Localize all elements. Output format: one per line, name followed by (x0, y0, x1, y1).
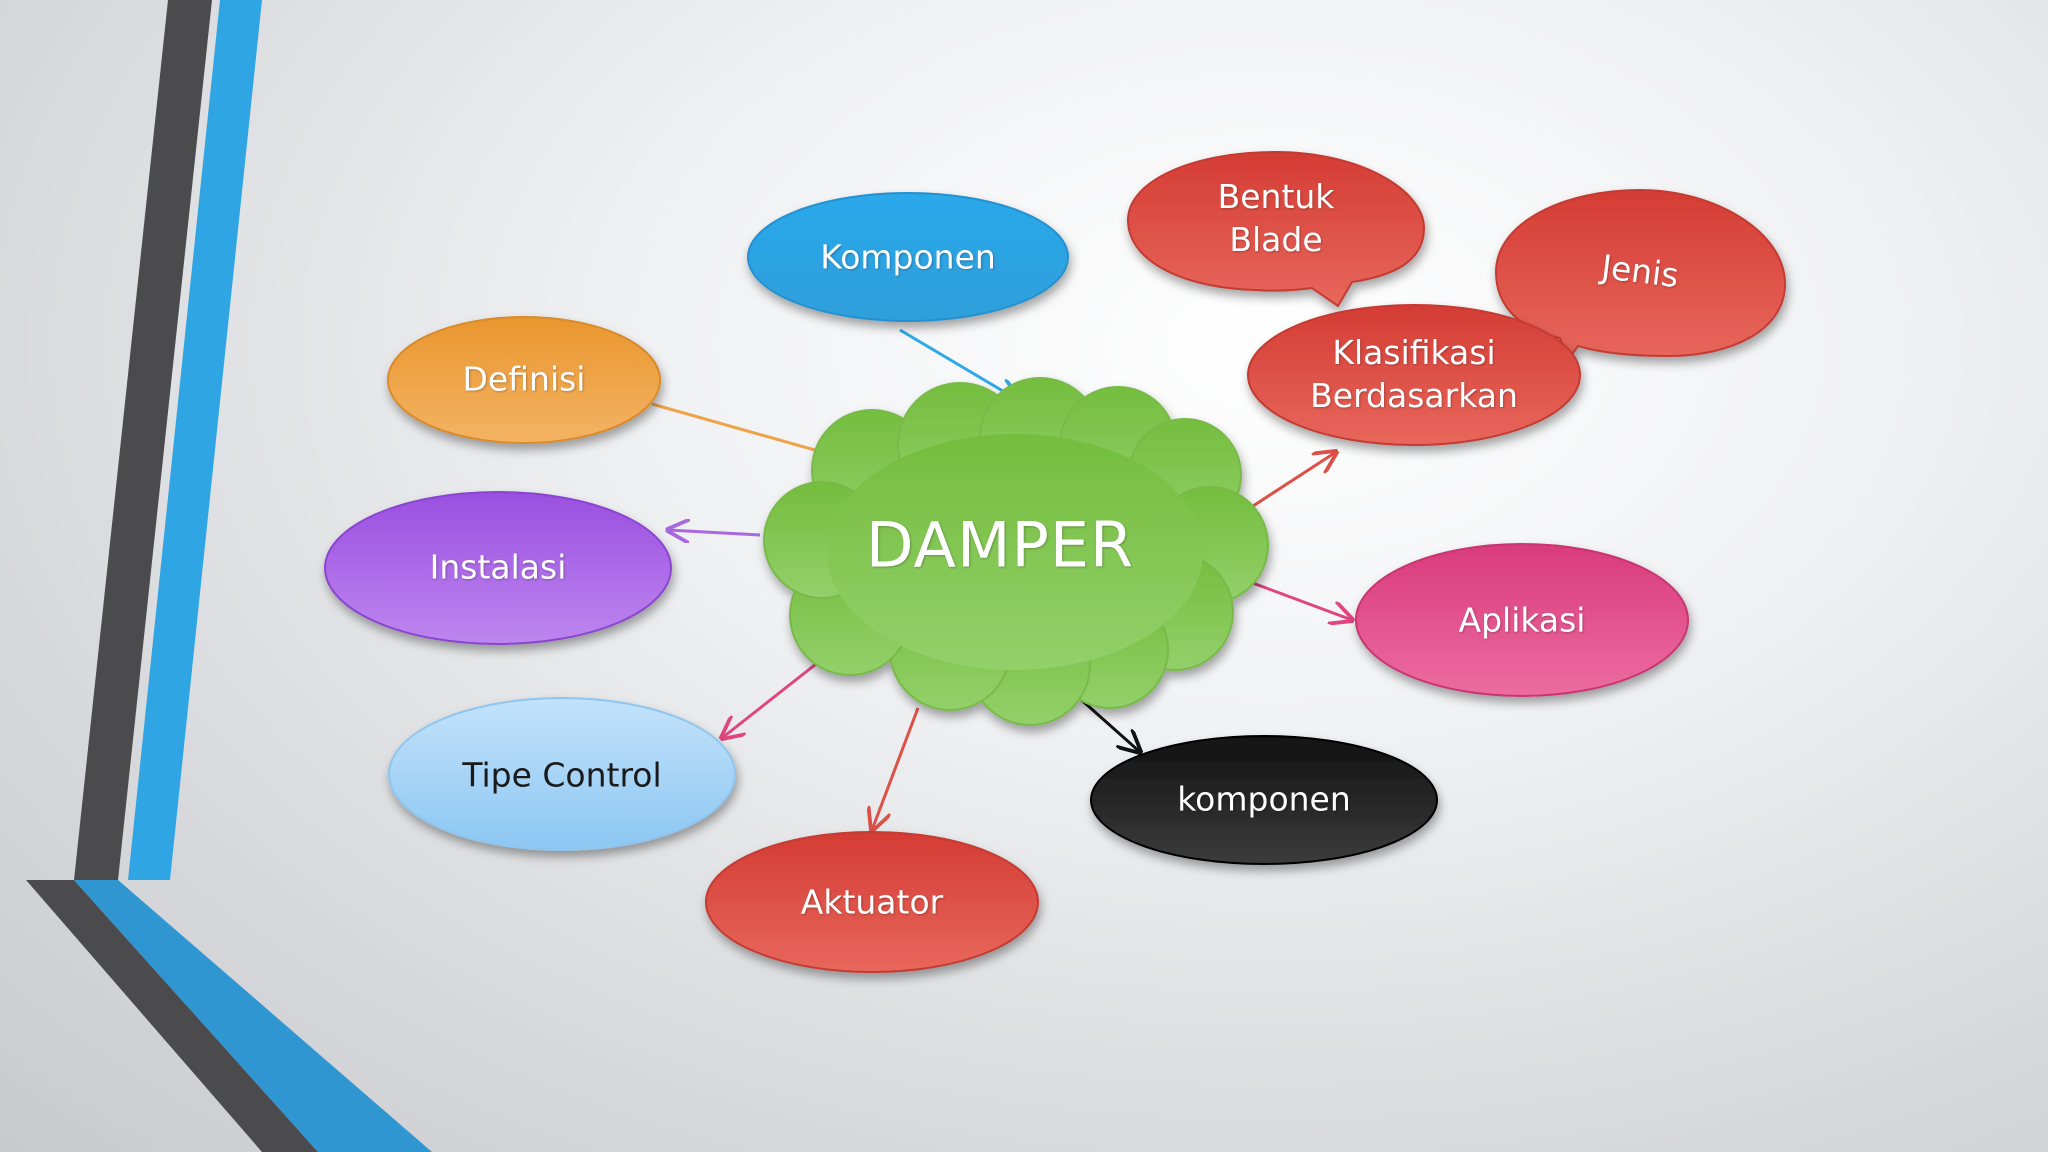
node-tipe-control (388, 697, 736, 851)
damper-cloud (763, 377, 1269, 726)
aktuator-label: Aktuator (800, 882, 944, 922)
node-definisi (387, 316, 661, 444)
node-komponen-top (747, 192, 1069, 322)
connectors (651, 328, 1352, 830)
left-decoration (26, 0, 432, 1152)
node-aktuator (705, 831, 1039, 973)
tipe-control-label: Tipe Control (462, 755, 662, 795)
node-instalasi (324, 491, 672, 645)
definisi-label: Definisi (462, 359, 586, 399)
komponen-top-label: Komponen (820, 237, 996, 277)
bentuk-blade-label: Bentuk Blade (1217, 177, 1335, 259)
node-klasifikasi (1247, 304, 1581, 446)
node-bentuk-blade (1126, 150, 1426, 308)
node-komponen-bottom (1090, 735, 1438, 865)
komponen-bottom-label: komponen (1177, 779, 1351, 819)
klasifikasi-label: Klasifikasi Berdasarkan (1310, 333, 1518, 415)
damper-label: DAMPER (865, 508, 1135, 582)
aplikasi-label: Aplikasi (1458, 600, 1586, 640)
jenis-label: Jenis (1599, 246, 1681, 296)
node-aplikasi (1355, 543, 1689, 697)
node-jenis (1494, 188, 1787, 363)
instalasi-label: Instalasi (429, 547, 567, 587)
